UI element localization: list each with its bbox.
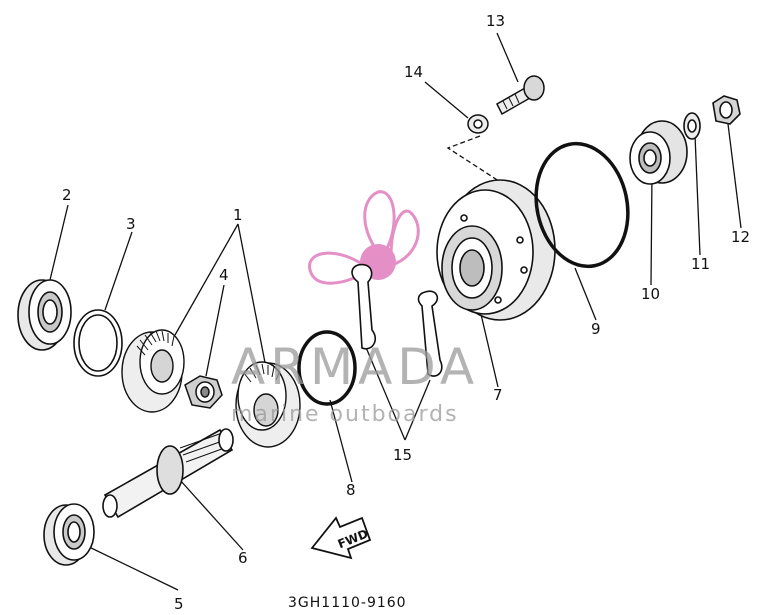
callout-4: 4 [219, 266, 229, 284]
bearing-2 [17, 279, 72, 351]
callout-2: 2 [62, 186, 72, 204]
spacer-10 [629, 120, 688, 185]
oring-8 [297, 330, 357, 406]
gear-1-right [235, 361, 301, 448]
callout-9: 9 [591, 320, 601, 338]
callout-14: 14 [404, 63, 423, 81]
callout-numbers: 1 2 3 4 5 6 7 8 9 10 11 12 13 14 15 [62, 12, 750, 613]
nut-12 [712, 95, 741, 125]
callout-11: 11 [691, 255, 710, 273]
watermark-title: ARMADA [231, 338, 479, 396]
callout-15: 15 [393, 446, 412, 464]
drawing-code: 3GH1110-9160 [288, 595, 407, 611]
nut-4 [184, 375, 223, 409]
callout-6: 6 [238, 549, 248, 567]
callout-8: 8 [346, 481, 356, 499]
clips-15 [351, 263, 443, 377]
watermark-subtitle: marine outboards [231, 402, 459, 427]
fwd-arrow: FWD [310, 516, 372, 560]
gear-1-left [121, 329, 185, 413]
bolt-13 [496, 75, 545, 116]
callout-10: 10 [641, 285, 660, 303]
washer-14 [467, 114, 489, 134]
leader-lines [49, 32, 742, 591]
callout-7: 7 [493, 386, 503, 404]
callout-5: 5 [174, 595, 184, 613]
callout-13: 13 [486, 12, 505, 30]
bearing-5 [43, 503, 95, 566]
oring-9 [534, 141, 630, 269]
callout-3: 3 [126, 215, 136, 233]
shaft-6 [102, 428, 234, 519]
shim-3 [73, 309, 123, 377]
washer-11 [683, 112, 701, 140]
callout-1: 1 [233, 206, 243, 224]
callout-12: 12 [731, 228, 750, 246]
